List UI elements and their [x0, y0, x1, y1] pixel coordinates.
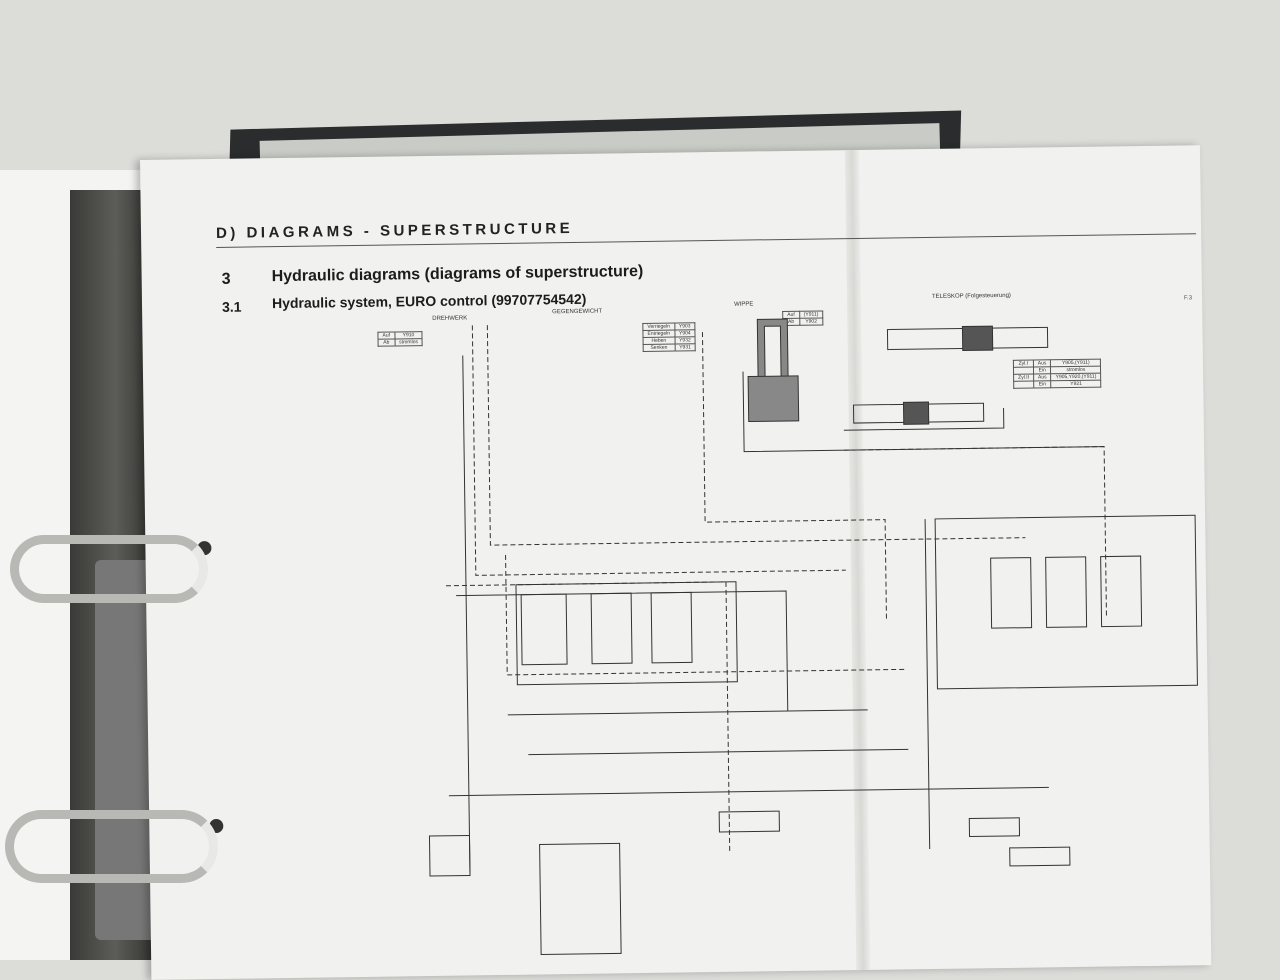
wippe-cylinder	[747, 318, 800, 423]
lower-valves	[428, 810, 1071, 955]
hydraulic-schematic	[428, 318, 1198, 955]
valve-block-right	[934, 514, 1198, 690]
valve-block-left	[515, 581, 738, 686]
teleskop-cylinders	[852, 325, 1049, 425]
pressure-lines	[448, 355, 1105, 876]
diagram-page: D) DIAGRAMS - SUPERSTRUCTURE 3 Hydraulic…	[140, 145, 1212, 980]
binder-ring-lower	[5, 810, 218, 883]
binder-ring-upper	[10, 535, 208, 603]
